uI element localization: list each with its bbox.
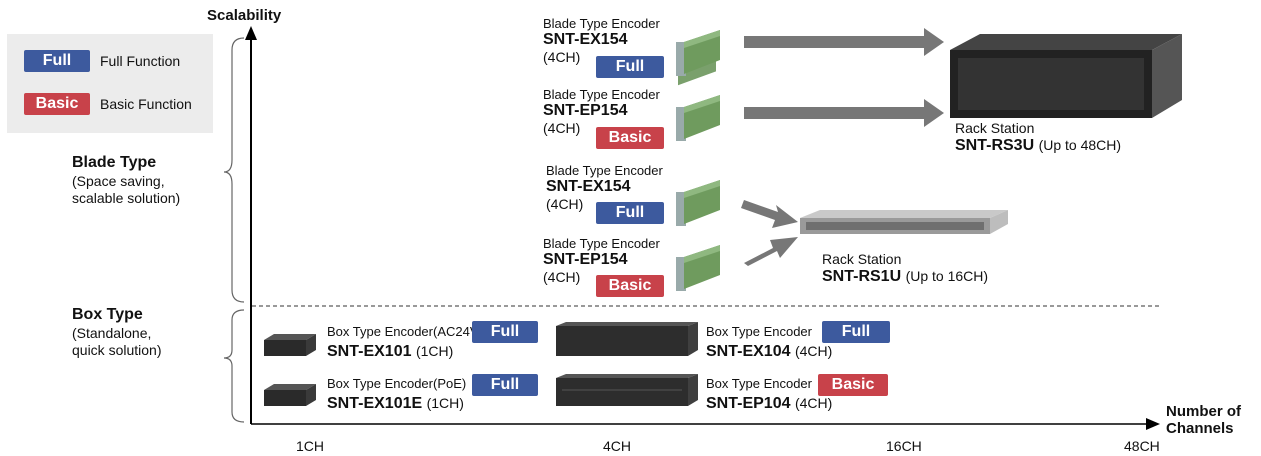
x-axis-label-line2: Channels — [1166, 420, 1234, 437]
y-axis-arrowhead — [245, 26, 257, 40]
box-ep104-image — [556, 374, 698, 406]
x-axis-label-line1: Number of — [1166, 403, 1241, 420]
x-tick-1ch: 1CH — [296, 438, 325, 454]
box-encoder-model: SNT-EP104 — [706, 395, 791, 412]
blade-encoder-type: Blade Type Encoder — [543, 87, 660, 102]
blade-encoder-3-badge: Full — [596, 202, 664, 224]
arrow-to-rs3u-2 — [744, 99, 944, 127]
rack-station-rs3u: Rack Station SNT-RS3U (Up to 48CH) — [955, 120, 1121, 155]
rack-station-capacity: (Up to 48CH) — [1038, 137, 1122, 153]
rack-station-label: Rack Station — [955, 120, 1035, 136]
box-ex101-image — [264, 334, 316, 356]
y-axis-label: Scalability — [207, 7, 282, 24]
blade-encoder-model: SNT-EX154 — [546, 178, 631, 195]
rack-station-model: SNT-RS3U — [955, 137, 1035, 154]
box-encoder-ex101: Box Type Encoder(AC24V) SNT-EX101 (1CH) — [327, 324, 483, 361]
arrow-to-rs1u-2 — [744, 237, 798, 266]
blade-encoder-model: SNT-EX154 — [543, 31, 628, 48]
rack-station-rs1u: Rack Station SNT-RS1U (Up to 16CH) — [822, 251, 988, 286]
box-type-desc2: quick solution) — [72, 342, 162, 358]
blade-encoder-ch: (4CH) — [543, 49, 581, 65]
box-encoder-model: SNT-EX101E — [327, 395, 423, 412]
x-axis-label: Number of Channels — [1166, 403, 1241, 437]
box-encoder-type: Box Type Encoder — [706, 376, 812, 391]
rack-station-capacity: (Up to 16CH) — [905, 268, 989, 284]
blade-encoder-1: Blade Type Encoder SNT-EX154 (4CH) — [543, 16, 660, 66]
box-encoder-model: SNT-EX101 — [327, 343, 412, 360]
box-encoder-model: SNT-EX104 — [706, 343, 791, 360]
legend-basic-badge: Basic — [24, 93, 90, 115]
blade-encoder-2-badge: Basic — [596, 127, 664, 149]
blade-encoder-model: SNT-EP154 — [543, 102, 628, 119]
blade-brace — [223, 37, 245, 303]
x-tick-4ch: 4CH — [603, 438, 632, 454]
box-encoder-ex101-badge: Full — [472, 321, 538, 343]
legend-full-badge: Full — [24, 50, 90, 72]
blade-encoder-4-badge: Basic — [596, 275, 664, 297]
box-encoder-ex101e-badge: Full — [472, 374, 538, 396]
box-type-title: Box Type — [72, 306, 143, 323]
box-encoder-ch: (4CH) — [794, 343, 833, 359]
arrow-to-rs3u-1 — [744, 28, 944, 56]
legend — [7, 34, 213, 133]
box-type-group: Box Type (Standalone, quick solution) — [72, 305, 162, 359]
blade-type-desc2: scalable solution) — [72, 190, 181, 206]
blade-encoder-type: Blade Type Encoder — [546, 163, 663, 178]
rack-station-3u-image — [950, 34, 1182, 118]
box-encoder-ch: (1CH) — [415, 343, 454, 359]
blade-encoder-type: Blade Type Encoder — [543, 236, 660, 251]
blade-card-images — [676, 30, 720, 291]
blade-encoder-1-badge: Full — [596, 56, 664, 78]
blade-encoder-2: Blade Type Encoder SNT-EP154 (4CH) — [543, 87, 660, 137]
blade-type-desc1: (Space saving, — [72, 173, 165, 189]
box-encoder-ch: (4CH) — [794, 395, 833, 411]
box-type-desc1: (Standalone, — [72, 325, 152, 341]
rack-station-1u-image — [800, 210, 1008, 234]
box-encoder-type: Box Type Encoder(AC24V) — [327, 324, 483, 339]
blade-encoder-ch: (4CH) — [543, 120, 581, 136]
blade-encoder-4: Blade Type Encoder SNT-EP154 (4CH) — [543, 236, 660, 286]
blade-encoder-ch: (4CH) — [543, 269, 581, 285]
box-encoder-ex104: Box Type Encoder SNT-EX104 (4CH) — [706, 324, 832, 361]
box-encoder-type: Box Type Encoder — [706, 324, 812, 339]
blade-type-title: Blade Type — [72, 154, 157, 171]
blade-type-group: Blade Type (Space saving, scalable solut… — [72, 153, 180, 207]
rack-station-model: SNT-RS1U — [822, 268, 902, 285]
box-encoder-type: Box Type Encoder(PoE) — [327, 376, 467, 391]
blade-encoder-3: Blade Type Encoder SNT-EX154 (4CH) — [546, 163, 663, 213]
box-encoder-ex101e: Box Type Encoder(PoE) SNT-EX101E (1CH) — [327, 376, 466, 413]
legend-full-text: Full Function — [100, 53, 181, 69]
blade-encoder-ch: (4CH) — [546, 196, 584, 212]
x-axis-arrowhead — [1146, 418, 1160, 430]
legend-basic-text: Basic Function — [100, 96, 192, 112]
x-tick-48ch: 48CH — [1124, 438, 1160, 454]
x-tick-16ch: 16CH — [886, 438, 922, 454]
box-ex104-image — [556, 322, 698, 356]
box-encoder-ep104-badge: Basic — [818, 374, 888, 396]
blade-encoder-type: Blade Type Encoder — [543, 16, 660, 31]
box-encoder-ep104: Box Type Encoder SNT-EP104 (4CH) — [706, 376, 832, 413]
box-encoder-ex104-badge: Full — [822, 321, 890, 343]
box-encoder-ch: (1CH) — [426, 395, 464, 411]
rack-station-label: Rack Station — [822, 251, 902, 267]
arrow-to-rs1u-1 — [741, 200, 798, 228]
blade-encoder-model: SNT-EP154 — [543, 251, 628, 268]
box-brace — [223, 309, 245, 423]
box-ex101e-image — [264, 384, 316, 406]
